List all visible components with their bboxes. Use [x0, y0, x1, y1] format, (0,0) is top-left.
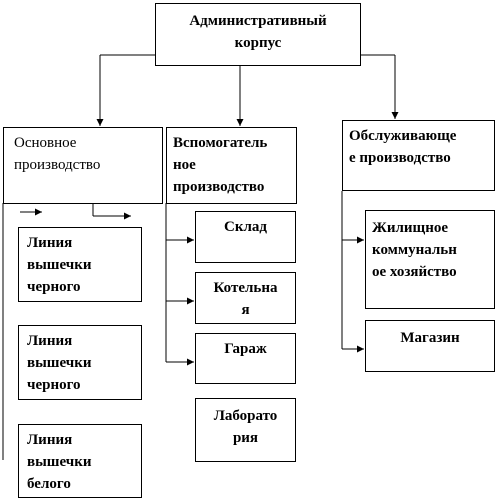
aux-production-line-2: ное	[173, 157, 196, 173]
service-child-housing-line-1: Жилищное	[372, 220, 448, 236]
admin-building-box: Административный корпус	[155, 3, 361, 66]
main-child-3-line-2: вышечки	[27, 454, 92, 470]
service-child-shop-label: Магазин	[400, 330, 460, 346]
aux-child-garage-label: Гараж	[224, 341, 267, 357]
main-child-3: Линия вышечки белого	[18, 424, 142, 498]
aux-child-boiler: Котельна я	[195, 272, 296, 324]
aux-child-laboratory: Лаборато рия	[195, 398, 296, 462]
service-production-line-1: Обслуживающе	[349, 128, 457, 144]
aux-production-line-3: производство	[173, 179, 265, 195]
service-production-box: Обслуживающе е производство	[342, 120, 495, 191]
main-child-1-line-2: вышечки	[27, 257, 92, 273]
main-child-2-line-2: вышечки	[27, 355, 92, 371]
aux-child-boiler-line-1: Котельна	[213, 280, 278, 296]
admin-line-1: Административный	[189, 13, 327, 29]
main-child-1-line-3: черного	[27, 279, 81, 295]
main-production-line-2: производство	[14, 157, 101, 173]
service-child-housing-line-2: коммунальн	[372, 242, 457, 258]
admin-line-2: корпус	[234, 35, 282, 51]
aux-child-laboratory-line-1: Лаборато	[213, 408, 278, 424]
service-production-line-2: е производство	[349, 150, 451, 166]
aux-child-laboratory-line-2: рия	[232, 430, 259, 446]
service-child-shop: Магазин	[365, 320, 495, 372]
main-child-2-line-1: Линия	[27, 333, 73, 349]
main-production-line-1: Основное	[14, 135, 77, 151]
aux-production-line-1: Вспомогатель	[173, 135, 268, 151]
aux-child-boiler-line-2: я	[241, 302, 250, 318]
main-child-2: Линия вышечки черного	[18, 325, 142, 400]
service-child-housing: Жилищное коммунальн ое хозяйство	[365, 210, 495, 309]
main-child-3-line-1: Линия	[27, 432, 73, 448]
main-child-1-line-1: Линия	[27, 235, 73, 251]
aux-child-warehouse: Склад	[195, 211, 296, 263]
main-child-3-line-3: белого	[27, 476, 71, 492]
main-child-1: Линия вышечки черного	[18, 227, 142, 302]
aux-production-box: Вспомогатель ное производство	[166, 127, 297, 204]
aux-child-garage: Гараж	[195, 333, 296, 384]
aux-child-warehouse-label: Склад	[224, 219, 267, 235]
service-child-housing-line-3: ое хозяйство	[372, 264, 457, 280]
main-production-box: Основное производство	[3, 127, 163, 204]
main-child-2-line-3: черного	[27, 377, 81, 393]
